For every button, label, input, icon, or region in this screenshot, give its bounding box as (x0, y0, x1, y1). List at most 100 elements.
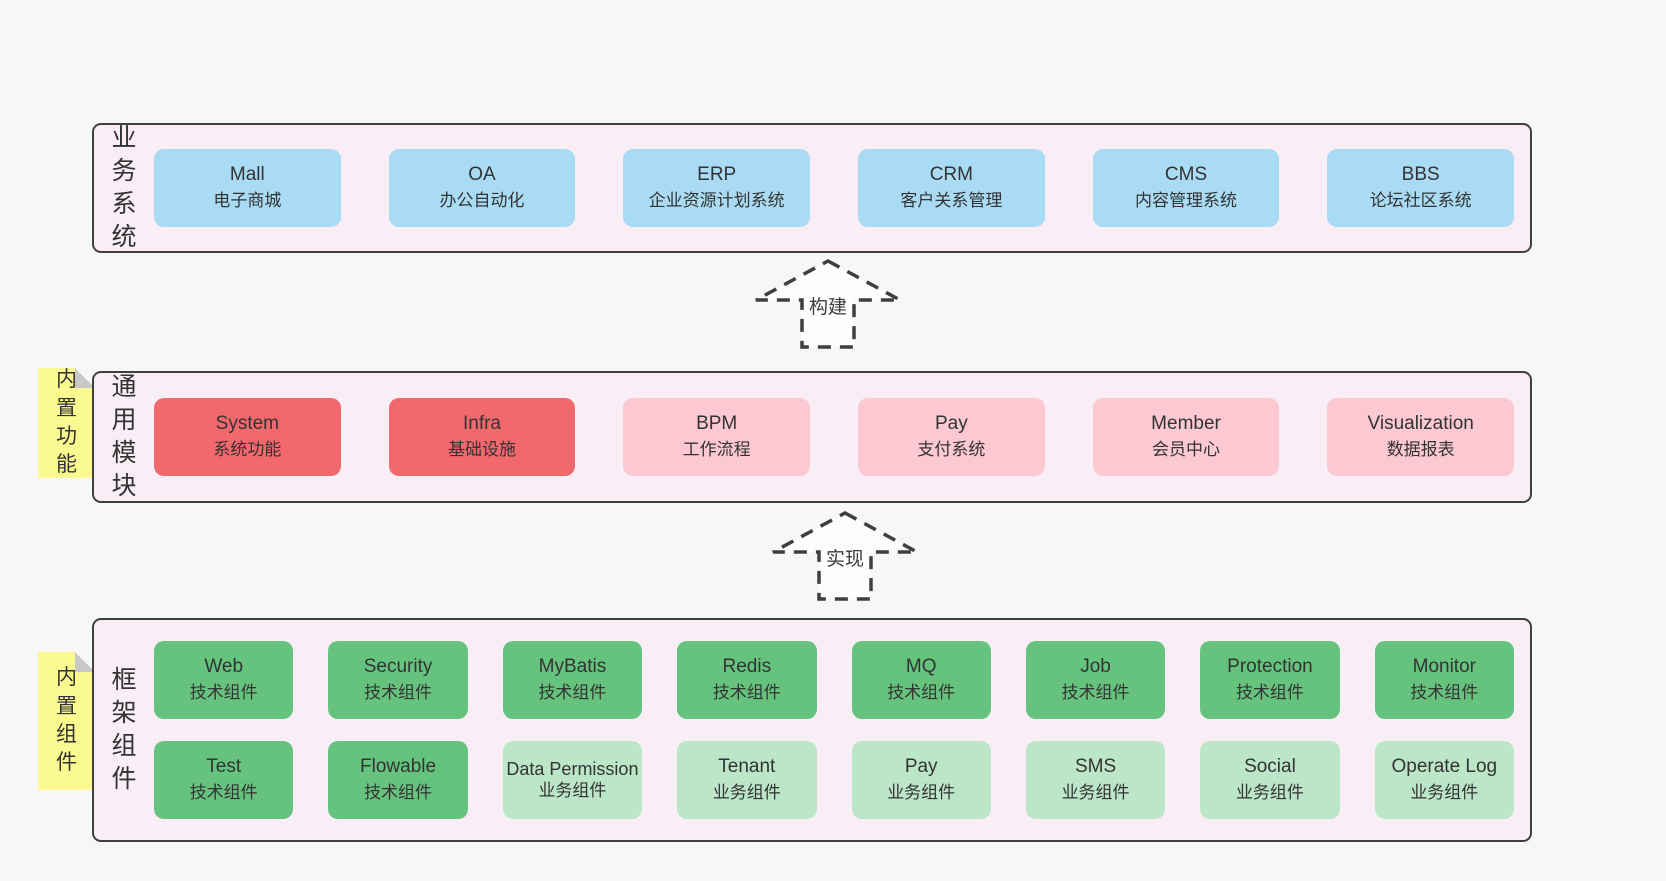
box-title: ERP (697, 164, 737, 186)
box-subtitle: 内容管理系统 (1135, 191, 1238, 211)
framework-rows: Web 技术组件 Security 技术组件 MyBatis 技术组件 Redi… (152, 641, 1530, 819)
framework-row-1: Web 技术组件 Security 技术组件 MyBatis 技术组件 Redi… (154, 641, 1514, 719)
modules-box-row: System 系统功能 Infra 基础设施 BPM 工作流程 Pay 支付系统… (152, 398, 1530, 476)
box-tenant: Tenant 业务组件 (677, 741, 817, 819)
box-title: CMS (1164, 164, 1208, 186)
box-web: Web 技术组件 (154, 641, 294, 719)
box-subtitle: 业务组件 (1235, 783, 1304, 803)
box-oa: OA 办公自动化 (388, 149, 576, 227)
box-title: BBS (1401, 164, 1440, 186)
box-subtitle: 论坛社区系统 (1369, 191, 1472, 211)
business-systems-band: 业务系统 Mall 电子商城 OA 办公自动化 ERP 企业资源计划系统 CRM… (92, 123, 1532, 253)
box-subtitle: 技术组件 (712, 683, 781, 703)
box-flowable: Flowable 技术组件 (328, 741, 468, 819)
business-box-row: Mall 电子商城 OA 办公自动化 ERP 企业资源计划系统 CRM 客户关系… (152, 149, 1530, 227)
box-mybatis: MyBatis 技术组件 (502, 641, 643, 719)
implement-arrow: 实现 (765, 508, 925, 604)
box-bpm: BPM 工作流程 (623, 398, 811, 476)
box-subtitle: 客户关系管理 (900, 191, 1003, 211)
box-title: OA (468, 164, 496, 186)
box-subtitle: 基础设施 (448, 440, 516, 460)
box-title: Tenant (718, 756, 776, 778)
framework-components-band: 框架组件 Web 技术组件 Security 技术组件 MyBatis 技术组件… (92, 618, 1532, 842)
box-subtitle: 企业资源计划系统 (648, 191, 785, 211)
box-title: Flowable (360, 756, 437, 778)
box-pay-component: Pay 业务组件 (851, 741, 991, 819)
box-title: Pay (934, 413, 968, 435)
box-subtitle: 会员中心 (1152, 440, 1221, 460)
box-redis: Redis 技术组件 (677, 641, 817, 719)
box-test: Test 技术组件 (154, 741, 294, 819)
box-subtitle: 业务组件 (1410, 783, 1479, 803)
box-subtitle: 工作流程 (682, 440, 751, 460)
box-title: MQ (905, 656, 937, 678)
sticky-note-text: 内置组件 (56, 666, 77, 775)
box-subtitle: 业务组件 (1061, 783, 1130, 803)
box-title: Mall (229, 164, 265, 186)
box-title: CRM (929, 164, 973, 186)
box-title: Member (1151, 413, 1221, 435)
box-title: Pay (904, 756, 938, 778)
box-infra: Infra 基础设施 (388, 398, 576, 476)
box-subtitle: 技术组件 (1410, 683, 1479, 703)
box-subtitle: 业务组件 (887, 783, 956, 803)
box-title: Monitor (1412, 656, 1476, 678)
box-crm: CRM 客户关系管理 (858, 149, 1045, 227)
box-title: Operate Log (1391, 756, 1498, 778)
box-subtitle: 技术组件 (538, 683, 607, 703)
box-monitor: Monitor 技术组件 (1374, 641, 1514, 719)
box-bbs: BBS 论坛社区系统 (1327, 149, 1515, 227)
band-label-modules: 通用模块 (111, 373, 137, 500)
box-title: BPM (696, 413, 738, 435)
box-system: System 系统功能 (154, 398, 341, 476)
box-title: Social (1244, 756, 1296, 778)
box-subtitle: 技术组件 (1235, 683, 1304, 703)
box-subtitle: 数据报表 (1386, 440, 1455, 460)
build-arrow-label: 构建 (805, 292, 851, 319)
box-mq: MQ 技术组件 (851, 641, 991, 719)
box-title: MyBatis (538, 656, 607, 678)
box-subtitle: 系统功能 (213, 440, 282, 460)
box-title: Job (1080, 656, 1111, 678)
box-title: Web (204, 656, 244, 678)
box-subtitle: 技术组件 (364, 783, 433, 803)
box-subtitle: 支付系统 (917, 440, 986, 460)
sticky-note-built-in-features: 内置功能 (38, 368, 95, 478)
box-title: Redis (722, 656, 772, 678)
band-label-business: 业务系统 (111, 124, 137, 251)
box-security: Security 技术组件 (328, 641, 468, 719)
box-job: Job 技术组件 (1025, 641, 1166, 719)
box-member: Member 会员中心 (1092, 398, 1280, 476)
box-subtitle: 电子商城 (213, 191, 282, 211)
band-label-framework: 框架组件 (111, 666, 137, 793)
framework-row-2: Test 技术组件 Flowable 技术组件 Data Permission … (154, 741, 1514, 819)
box-operate-log: Operate Log 业务组件 (1374, 741, 1514, 819)
box-subtitle: 技术组件 (1061, 683, 1130, 703)
box-subtitle: 技术组件 (189, 783, 258, 803)
box-title: Infra (462, 413, 502, 435)
box-title: Data Permission (506, 759, 639, 780)
box-title: System (215, 413, 280, 435)
box-erp: ERP 企业资源计划系统 (623, 149, 811, 227)
box-cms: CMS 内容管理系统 (1092, 149, 1280, 227)
box-visualization: Visualization 数据报表 (1327, 398, 1515, 476)
build-arrow: 构建 (748, 256, 908, 352)
box-mall: Mall 电子商城 (154, 149, 341, 227)
box-title: Protection (1227, 656, 1313, 678)
box-title: SMS (1074, 756, 1117, 778)
box-title: Visualization (1367, 413, 1474, 435)
box-subtitle: 办公自动化 (439, 191, 525, 211)
implement-arrow-label: 实现 (822, 544, 868, 571)
box-subtitle: 业务组件 (538, 780, 607, 800)
box-subtitle: 技术组件 (364, 683, 433, 703)
box-subtitle: 技术组件 (887, 683, 956, 703)
box-social: Social 业务组件 (1200, 741, 1340, 819)
common-modules-band: 通用模块 System 系统功能 Infra 基础设施 BPM 工作流程 Pay… (92, 371, 1532, 503)
sticky-note-text: 内置功能 (56, 368, 77, 477)
box-pay-module: Pay 支付系统 (858, 398, 1045, 476)
box-data-permission: Data Permission 业务组件 (502, 741, 643, 819)
box-sms: SMS 业务组件 (1025, 741, 1166, 819)
box-title: Test (206, 756, 242, 778)
box-title: Security (363, 656, 433, 678)
box-subtitle: 技术组件 (189, 683, 258, 703)
